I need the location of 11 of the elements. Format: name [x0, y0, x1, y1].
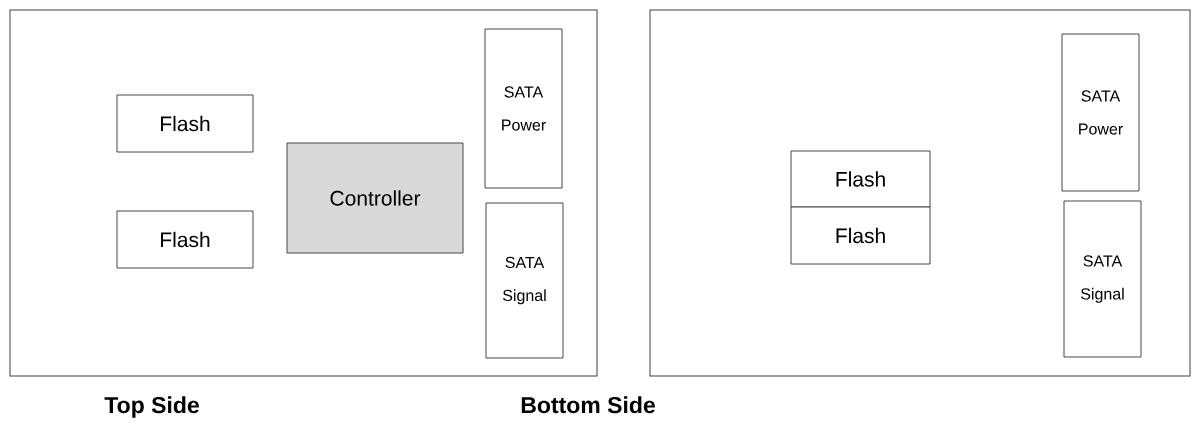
side-caption: Top Side	[104, 396, 199, 418]
chip-box: Flash	[116, 210, 254, 269]
connector-box: SATA Power	[484, 28, 563, 189]
connector-box: SATA Power	[1061, 33, 1140, 192]
connector-box: SATA Signal	[1063, 200, 1142, 358]
controller-chip: Controller	[286, 142, 464, 254]
chip-box: Flash	[790, 150, 931, 208]
connector-box: SATA Signal	[485, 202, 564, 359]
chip-box: Flash	[790, 206, 931, 265]
chip-box: Flash	[116, 94, 254, 153]
side-caption: Bottom Side	[521, 396, 655, 414]
